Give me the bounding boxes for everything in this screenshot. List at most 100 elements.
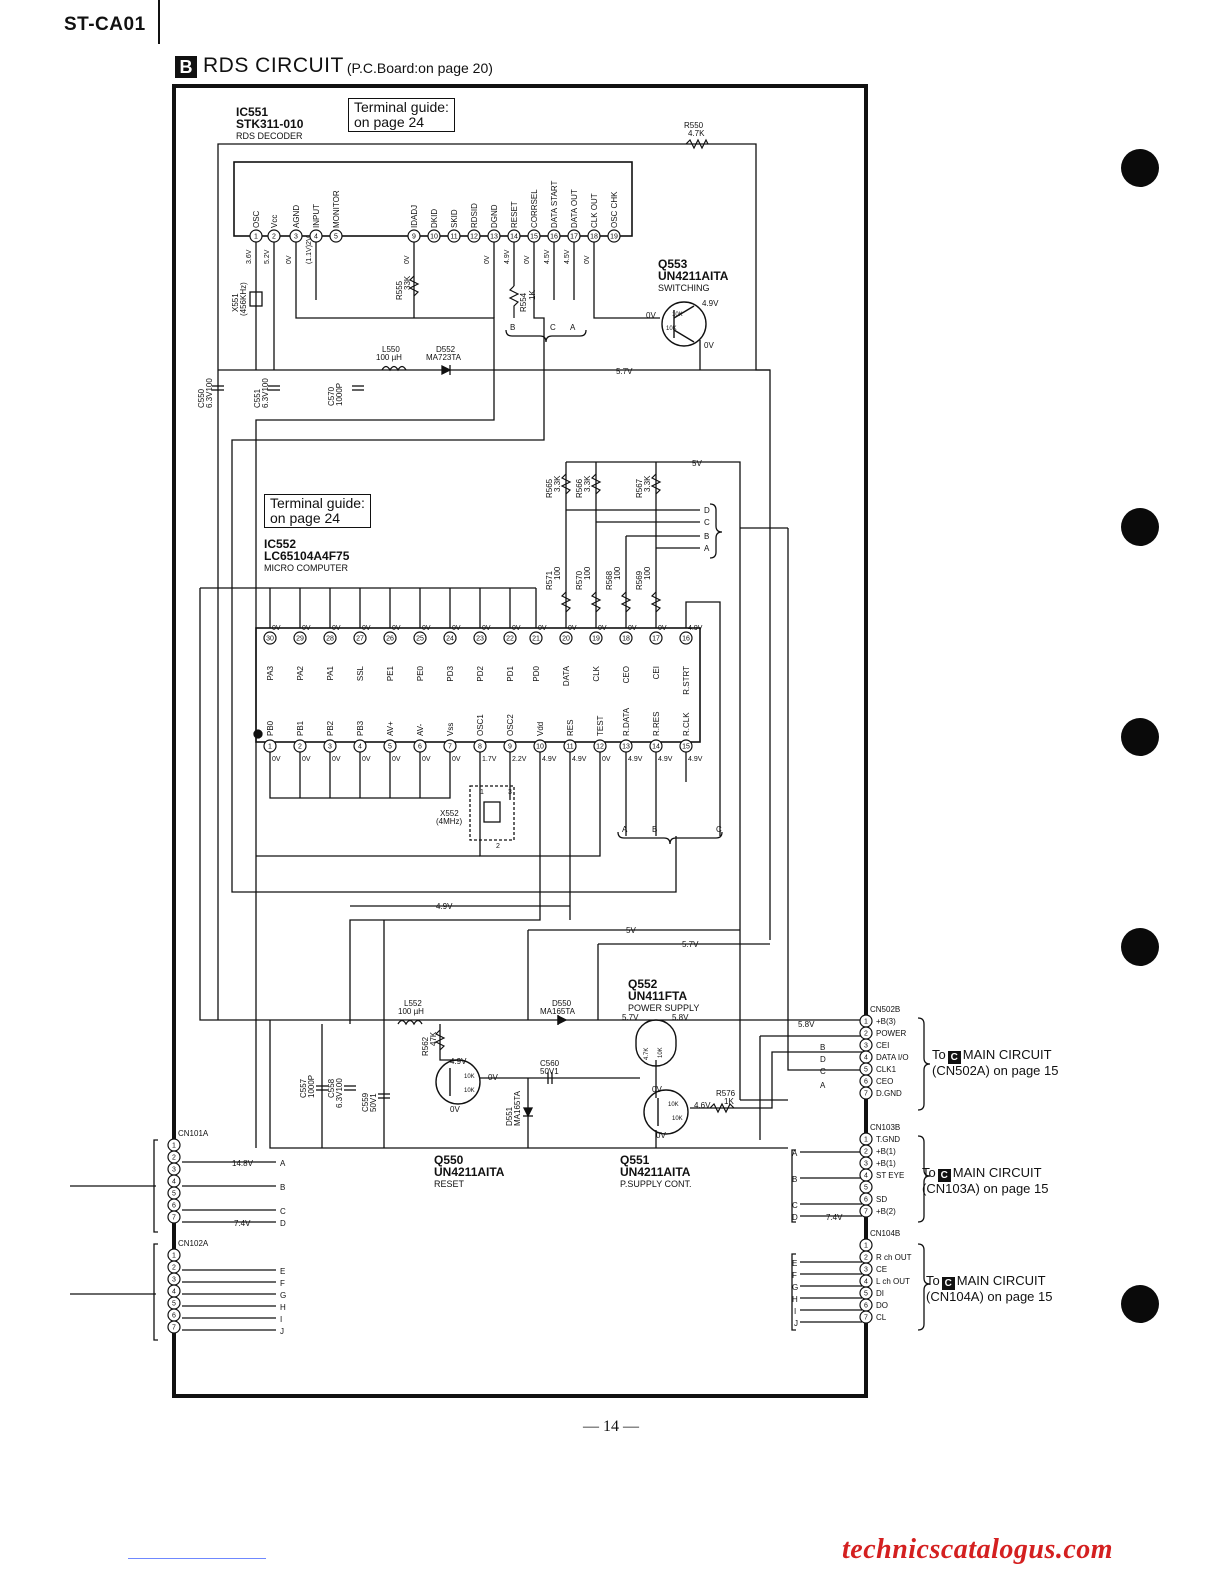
label-r555-value: 33K (403, 275, 412, 290)
label-r569-value: 100 (643, 566, 652, 580)
label-q553-r1: 10K (672, 312, 683, 318)
cn101a-ref: CN101A (178, 1129, 209, 1138)
ic552-pin-10-label: Vdd (536, 722, 545, 736)
bus-a-ic551: A (570, 323, 576, 332)
cn502b-pin-7 (859, 1086, 873, 1100)
ic552-pin-21-label: PD0 (532, 665, 541, 681)
ic551-pin-4-number: 4 (314, 234, 318, 241)
ic552-pin-10-number: 10 (536, 744, 544, 751)
bus-b-ic552: B (704, 532, 709, 541)
ic551-pin-14-number: 14 (510, 234, 518, 241)
ic552-pin-27-number: 27 (356, 636, 364, 643)
q552-title: Q552 UN411FTA POWER SUPPLY (628, 977, 700, 1013)
ic552-pin-30 (263, 631, 277, 645)
bus-c-ic551: C (550, 323, 556, 332)
ic552-pin-17-label: CEI (652, 666, 661, 679)
label-r571: R571 (545, 570, 554, 590)
label-r576-value: 1K (724, 1097, 734, 1106)
ic552-pin-12-number: 12 (596, 744, 604, 751)
ic552-pin-12-voltage: 0V (602, 756, 611, 763)
ic552-pin-16-label: R.STRT (682, 666, 691, 695)
cn103b-pin-7-label: +B(2) (876, 1207, 896, 1216)
ic552-pin-28-label: PA1 (326, 665, 335, 680)
ic552-pin-2 (293, 739, 307, 753)
ic552-pin-23-label: PD2 (476, 665, 485, 681)
ic551-pin-2 (267, 229, 281, 243)
cn102a-pin-5-number: 5 (172, 1301, 176, 1308)
ic551-pin-2-voltage: 5.2V (264, 249, 271, 264)
label-c551: C551 (253, 388, 262, 408)
cn101a-pin-2-number: 2 (172, 1155, 176, 1162)
ic552-pin-6-label: AV- (416, 723, 425, 736)
ic552-pin-28 (323, 631, 337, 645)
ic551-pin-1-label: OSC (252, 210, 261, 228)
ic552-pin-26-voltage: 0V (392, 625, 401, 632)
cn502b-pin-7-number: 7 (864, 1091, 868, 1098)
ic551-pin-16 (547, 229, 561, 243)
cn101a-pin-6-number: 6 (172, 1203, 176, 1210)
ic552-pin-5-label: AV+ (386, 721, 395, 736)
ic552-pin-11 (563, 739, 577, 753)
cn102a-pin-2-number: 2 (172, 1265, 176, 1272)
binder-hole (1121, 928, 1159, 966)
ic551-pin-1 (249, 229, 263, 243)
label-d550-value: MA165TA (540, 1007, 576, 1016)
ic552-pin-23-voltage: 0V (482, 625, 491, 632)
ic552-pin-8-number: 8 (478, 744, 482, 751)
label-x551: X551 (231, 293, 240, 312)
label-r569: R569 (635, 570, 644, 590)
label-l552: L552 (404, 999, 422, 1008)
ic551-pin-12 (467, 229, 481, 243)
label-d551: D551 (505, 1106, 514, 1126)
ic551-pin-9-label: IDADJ (410, 205, 419, 228)
q552-v-in: 5.7V (622, 1013, 639, 1022)
label-x552: X552 (440, 809, 459, 818)
label-r568: R568 (605, 570, 614, 590)
label-r554-value: 1K (528, 290, 537, 300)
ic551-pin-1-voltage: 3.6V (246, 249, 253, 264)
cn502b-ref: CN502B (870, 1005, 900, 1014)
q552-symbol (635, 1019, 677, 1067)
cn104b-pin-6-number: 6 (864, 1303, 868, 1310)
ic552-pin-15-label: R.CLK (682, 712, 691, 736)
q553-v-collector: 4.9V (702, 299, 719, 308)
cn104b-pin-2-number: 2 (864, 1255, 868, 1262)
ic552-pin-8-label: OSC1 (476, 714, 485, 736)
ic551-pin-19-label: OSC CHK (610, 191, 619, 228)
label-r570-value: 100 (583, 566, 592, 580)
ic552-pin-27-voltage: 0V (362, 625, 371, 632)
ic551-pin-16-voltage: 4.5V (544, 249, 551, 264)
cn103b-pin-5-number: 5 (864, 1185, 868, 1192)
capacitors (212, 291, 553, 1099)
ic551-pin-9-voltage: 0V (404, 255, 411, 264)
bus-right-i: I (794, 1307, 796, 1316)
inductors-diodes (381, 364, 568, 1118)
ic552-pin-24-number: 24 (446, 636, 454, 643)
cn104b-pin-2-label: R ch OUT (876, 1253, 912, 1262)
rail-7-4v-left: 7.4V (234, 1219, 251, 1228)
ic552-pin-19 (589, 631, 603, 645)
ic552-pin-9-voltage: 2.2V (512, 756, 527, 763)
rail-5v-lower: 5V (626, 926, 636, 935)
ic551-pin-10-number: 10 (430, 234, 438, 241)
bus-left-e: E (280, 1267, 285, 1276)
x552-pin-3: 3 (508, 789, 512, 796)
ic552-pin-25 (413, 631, 427, 645)
label-d551-value: MA165TA (513, 1090, 522, 1126)
bus-c-bottom: C (716, 825, 722, 834)
ic551-pin-17-label: DATA OUT (570, 189, 579, 228)
label-r554: R554 (519, 292, 528, 312)
ic552-part: LC65104A4F75 (264, 549, 350, 563)
ic552-pin-1-number: 1 (268, 744, 272, 751)
bus-b-ic551: B (510, 323, 515, 332)
label-r565: R565 (545, 478, 554, 498)
ic551-pin-14-voltage: 4.9V (504, 249, 511, 264)
transistors (435, 301, 707, 1135)
cn104b-pin-4-label: L ch OUT (876, 1277, 910, 1286)
ic552-pin-9-label: OSC2 (506, 714, 515, 736)
cn502b-pin-1-label: +B(3) (876, 1017, 896, 1026)
cn104b-pin-3-number: 3 (864, 1267, 868, 1274)
ic551-pin-5-number: 5 (334, 234, 338, 241)
ic551-pin-4-label: INPUT (312, 204, 321, 228)
